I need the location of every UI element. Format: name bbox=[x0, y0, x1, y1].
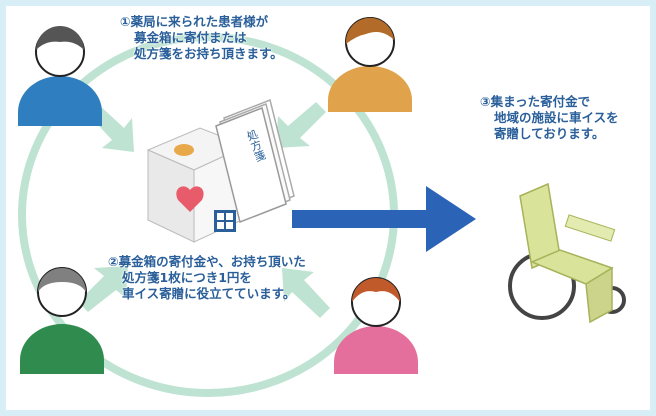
step3-line: ③集まった寄付金で bbox=[480, 94, 591, 109]
step3-line: 寄贈しております。 bbox=[494, 126, 605, 141]
arrow-bottom-right bbox=[282, 268, 330, 318]
step1-line: 処方箋をお持ち頂きます。 bbox=[134, 46, 283, 61]
arrow-to-wheelchair bbox=[292, 186, 476, 252]
step2-text: ②募金箱の寄付金や、お持ち頂いた 処方箋1枚につき1円を 車イス寄贈に役立ててい… bbox=[108, 254, 306, 302]
person-pink-icon bbox=[334, 277, 418, 374]
step2-line: 車イス寄贈に役立てています。 bbox=[122, 286, 296, 301]
step1-text: ①薬局に来られた患者様が 募金箱に寄付または 処方箋をお持ち頂きます。 bbox=[120, 14, 283, 62]
step3-text: ③集まった寄付金で 地域の施設に車イスを 寄贈しております。 bbox=[480, 94, 619, 142]
prescription-paper-icon bbox=[215, 98, 295, 224]
step2-line: 処方箋1枚につき1円を bbox=[122, 270, 252, 285]
step2-line: ②募金箱の寄付金や、お持ち頂いた bbox=[108, 254, 306, 269]
step3-line: 地域の施設に車イスを bbox=[494, 110, 619, 125]
arrow-top-right bbox=[276, 102, 326, 148]
person-blue-icon bbox=[18, 26, 102, 126]
wheelchair-icon bbox=[508, 182, 626, 324]
arrow-bottom-left bbox=[78, 266, 128, 312]
person-green-icon bbox=[20, 267, 104, 374]
step1-line: 募金箱に寄付または bbox=[134, 30, 247, 45]
step1-line: ①薬局に来られた患者様が bbox=[120, 14, 269, 29]
person-orange-icon bbox=[328, 17, 412, 112]
